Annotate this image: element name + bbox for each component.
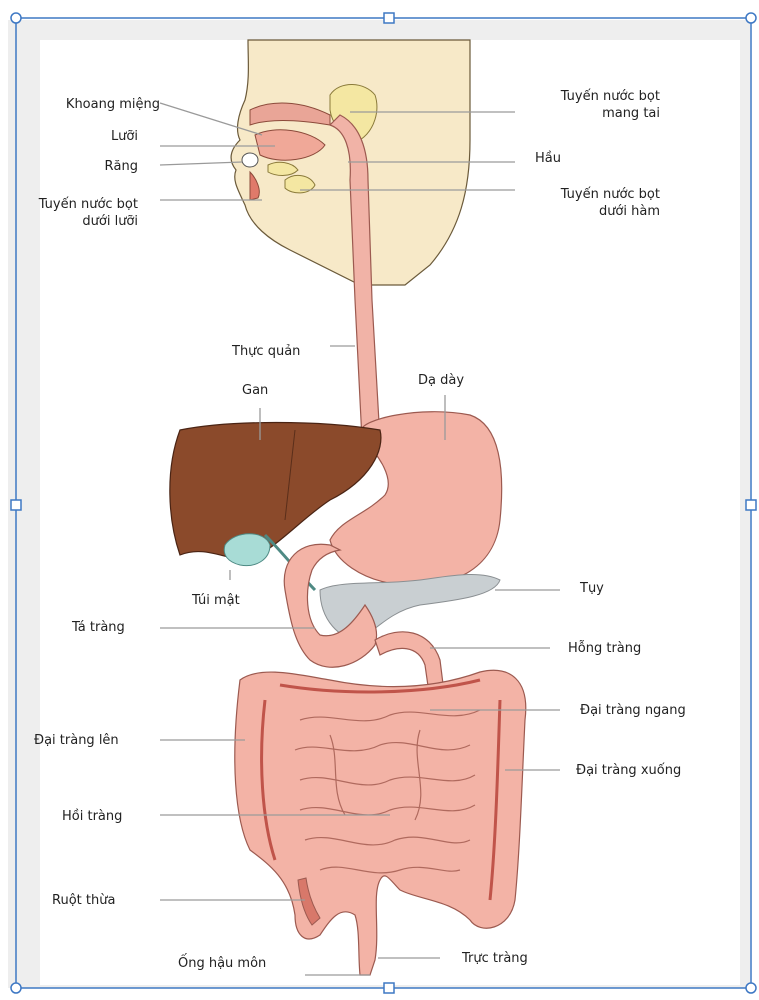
resize-handle-bottom-left[interactable]	[11, 983, 21, 993]
label-sublingual-gland-line1: Tuyến nước bọt	[8, 196, 138, 213]
label-parotid-gland-line1: Tuyến nước bọt	[520, 88, 660, 105]
resize-handle-bottom[interactable]	[384, 983, 394, 993]
label-anal-canal: Ống hậu môn	[178, 955, 266, 972]
label-submandibular-gland-line1: Tuyến nước bọt	[520, 186, 660, 203]
resize-handle-left[interactable]	[11, 500, 21, 510]
resize-handle-top-left[interactable]	[11, 13, 21, 23]
label-rectum: Trực tràng	[462, 950, 528, 967]
label-duodenum: Tá tràng	[72, 619, 125, 636]
label-submandibular-gland: Tuyến nước bọt dưới hàm	[520, 186, 660, 220]
label-sublingual-gland-line2: dưới lưỡi	[8, 213, 138, 230]
label-esophagus: Thực quản	[232, 343, 300, 360]
label-pharynx: Hầu	[535, 150, 561, 167]
label-parotid-gland: Tuyến nước bọt mang tai	[520, 88, 660, 122]
label-liver: Gan	[242, 382, 268, 399]
label-gallbladder: Túi mật	[192, 592, 240, 609]
label-parotid-gland-line2: mang tai	[520, 105, 660, 122]
label-oral-cavity: Khoang miệng	[20, 96, 160, 113]
label-teeth: Răng	[20, 158, 138, 175]
label-jejunum: Hỗng tràng	[568, 640, 641, 657]
label-ascending-colon: Đại tràng lên	[34, 732, 119, 749]
resize-handle-right[interactable]	[746, 500, 756, 510]
resize-handle-top[interactable]	[384, 13, 394, 23]
label-pancreas: Tụy	[580, 580, 604, 597]
label-appendix: Ruột thừa	[52, 892, 115, 909]
label-tongue: Lưỡi	[20, 128, 138, 145]
label-descending-colon: Đại tràng xuống	[576, 762, 681, 779]
label-sublingual-gland: Tuyến nước bọt dưới lưỡi	[8, 196, 138, 230]
label-submandibular-gland-line2: dưới hàm	[520, 203, 660, 220]
label-transverse-colon: Đại tràng ngang	[580, 702, 686, 719]
resize-handle-bottom-right[interactable]	[746, 983, 756, 993]
label-stomach: Dạ dày	[418, 372, 464, 389]
teeth	[242, 153, 258, 167]
resize-handle-top-right[interactable]	[746, 13, 756, 23]
label-ileum: Hồi tràng	[62, 808, 122, 825]
